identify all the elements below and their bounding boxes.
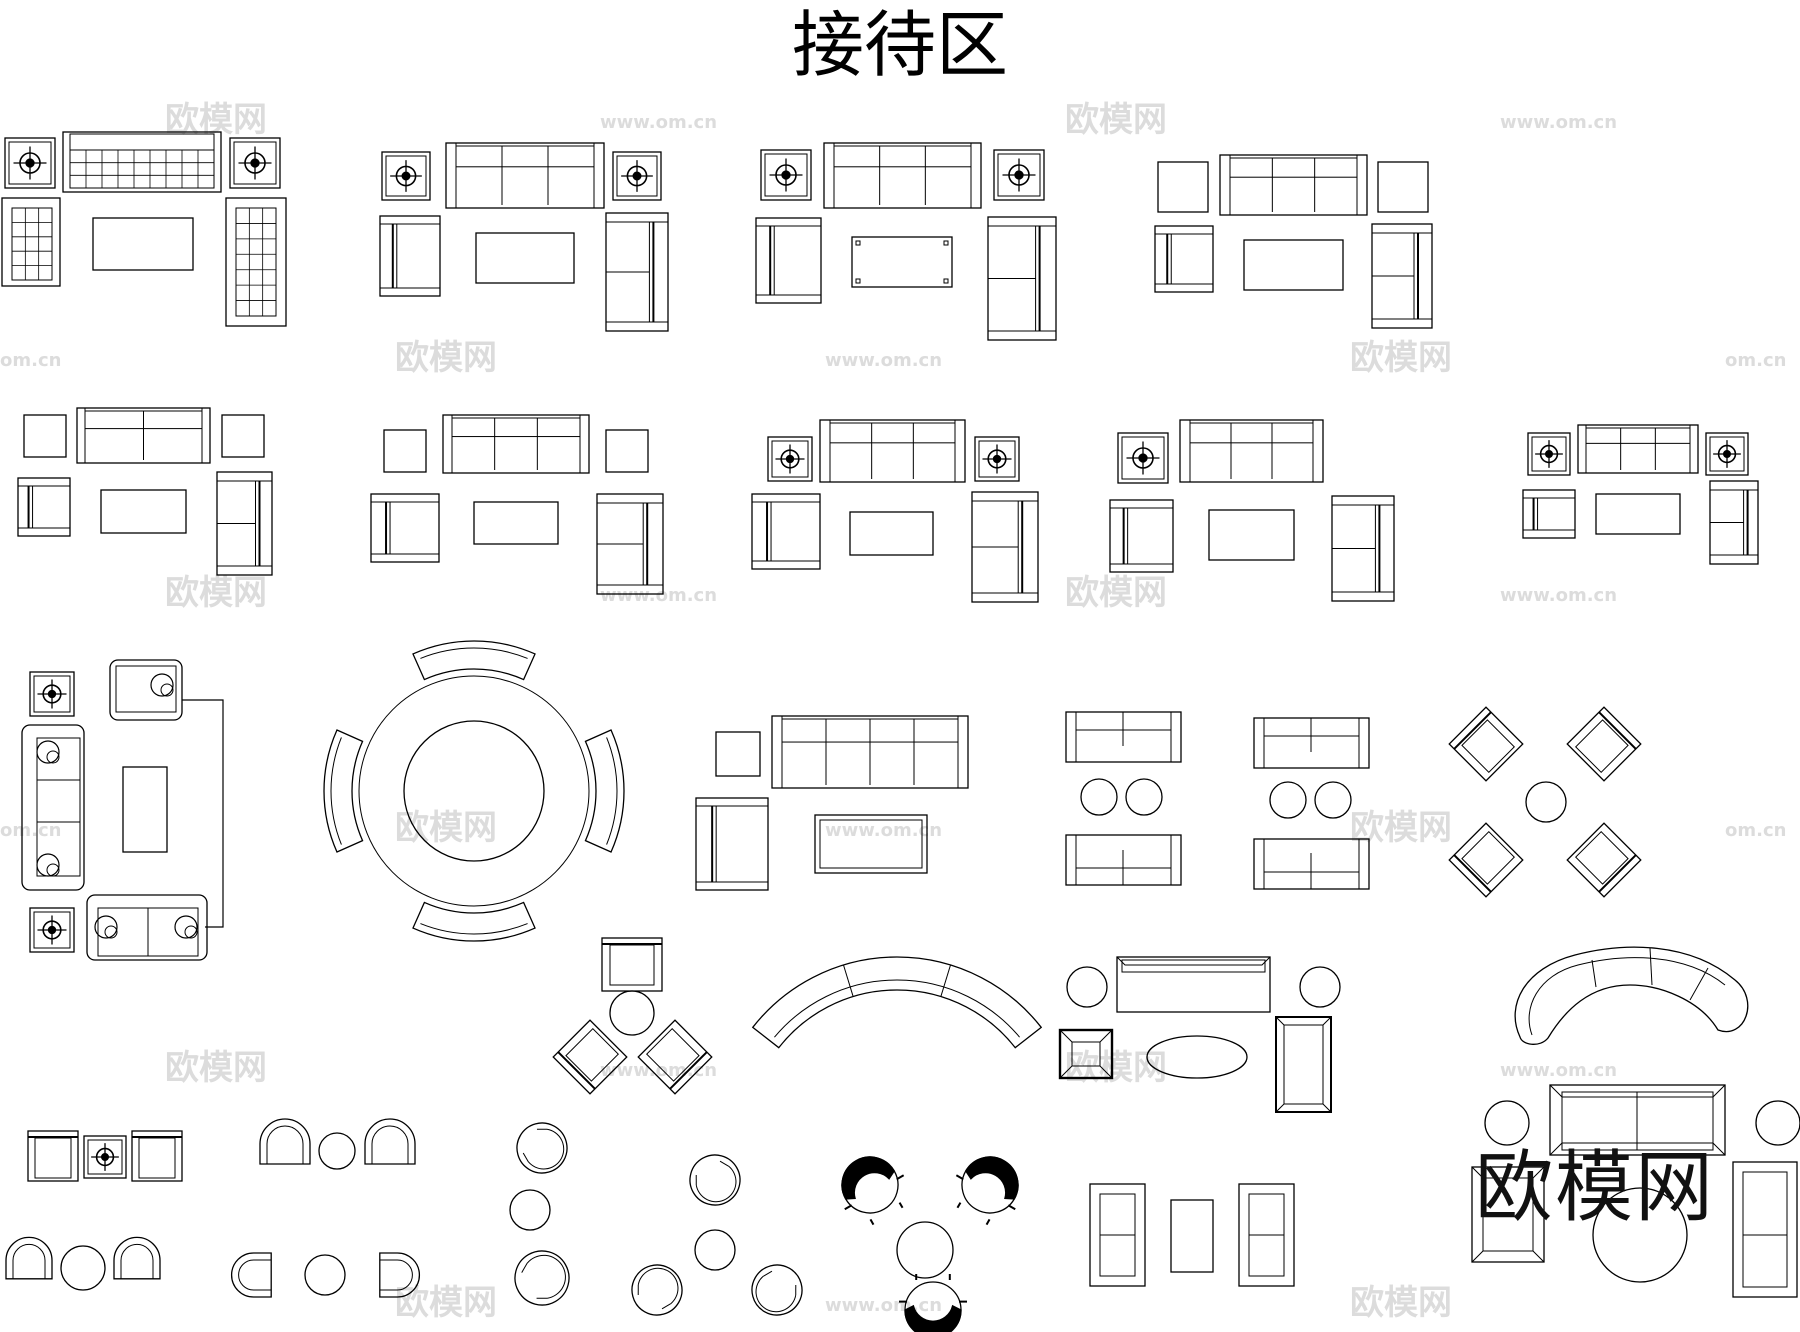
egg-chair bbox=[841, 1156, 905, 1226]
tub-chair bbox=[379, 1252, 421, 1298]
armchair bbox=[637, 1019, 713, 1095]
egg-chair bbox=[955, 1156, 1019, 1226]
sofa-set-6 bbox=[370, 414, 664, 595]
egg-chairs bbox=[631, 1154, 1019, 1332]
round-stool bbox=[751, 1264, 803, 1316]
round-stool bbox=[689, 1154, 741, 1206]
egg-chair bbox=[899, 1274, 967, 1332]
sofa-set-7 bbox=[751, 419, 1039, 603]
drawing-title: 接待区 bbox=[791, 3, 1008, 87]
crescent-sofa bbox=[1514, 946, 1749, 1045]
round-sectional bbox=[323, 640, 625, 942]
tub-chair bbox=[5, 1236, 53, 1280]
two-sofas-table bbox=[1089, 1183, 1295, 1287]
round-stools bbox=[509, 1122, 570, 1306]
armchair bbox=[1448, 822, 1524, 898]
round-stool bbox=[516, 1122, 568, 1174]
diamond-armchairs bbox=[1448, 706, 1642, 898]
corner-sofa-set bbox=[1471, 1084, 1800, 1298]
armchair bbox=[552, 1019, 628, 1095]
sofa-set-1 bbox=[1, 131, 287, 327]
round-stool bbox=[514, 1250, 570, 1306]
brand-watermark: 欧模网 bbox=[1475, 1143, 1716, 1233]
sofa-set-9 bbox=[1522, 424, 1759, 565]
sofa-set-3 bbox=[755, 142, 1057, 341]
tub-chair bbox=[113, 1236, 161, 1280]
loveseat-pair-1 bbox=[1065, 711, 1182, 886]
sofa-set-2 bbox=[379, 142, 669, 332]
tub-chair bbox=[259, 1118, 311, 1165]
sofa-coffee-table bbox=[695, 715, 969, 891]
sofa-oval-table bbox=[1058, 956, 1341, 1113]
armchair bbox=[1448, 706, 1524, 782]
loveseat-pair-2 bbox=[1253, 717, 1370, 890]
tub-chairs-round-table bbox=[230, 1118, 421, 1298]
armchair-side-table-row bbox=[5, 1130, 183, 1291]
tub-chair bbox=[230, 1252, 272, 1298]
l-shaped-sofa-set bbox=[21, 659, 224, 961]
sofa-set-8 bbox=[1109, 419, 1395, 602]
round-stool bbox=[631, 1264, 683, 1316]
curved-sofa bbox=[751, 956, 1043, 1049]
three-chair-round-table bbox=[552, 937, 713, 1095]
armchair bbox=[1566, 822, 1642, 898]
tub-chair bbox=[364, 1118, 416, 1165]
sofa-set-4 bbox=[1154, 154, 1433, 329]
sofa-set-5 bbox=[17, 407, 273, 576]
armchair bbox=[1566, 706, 1642, 782]
